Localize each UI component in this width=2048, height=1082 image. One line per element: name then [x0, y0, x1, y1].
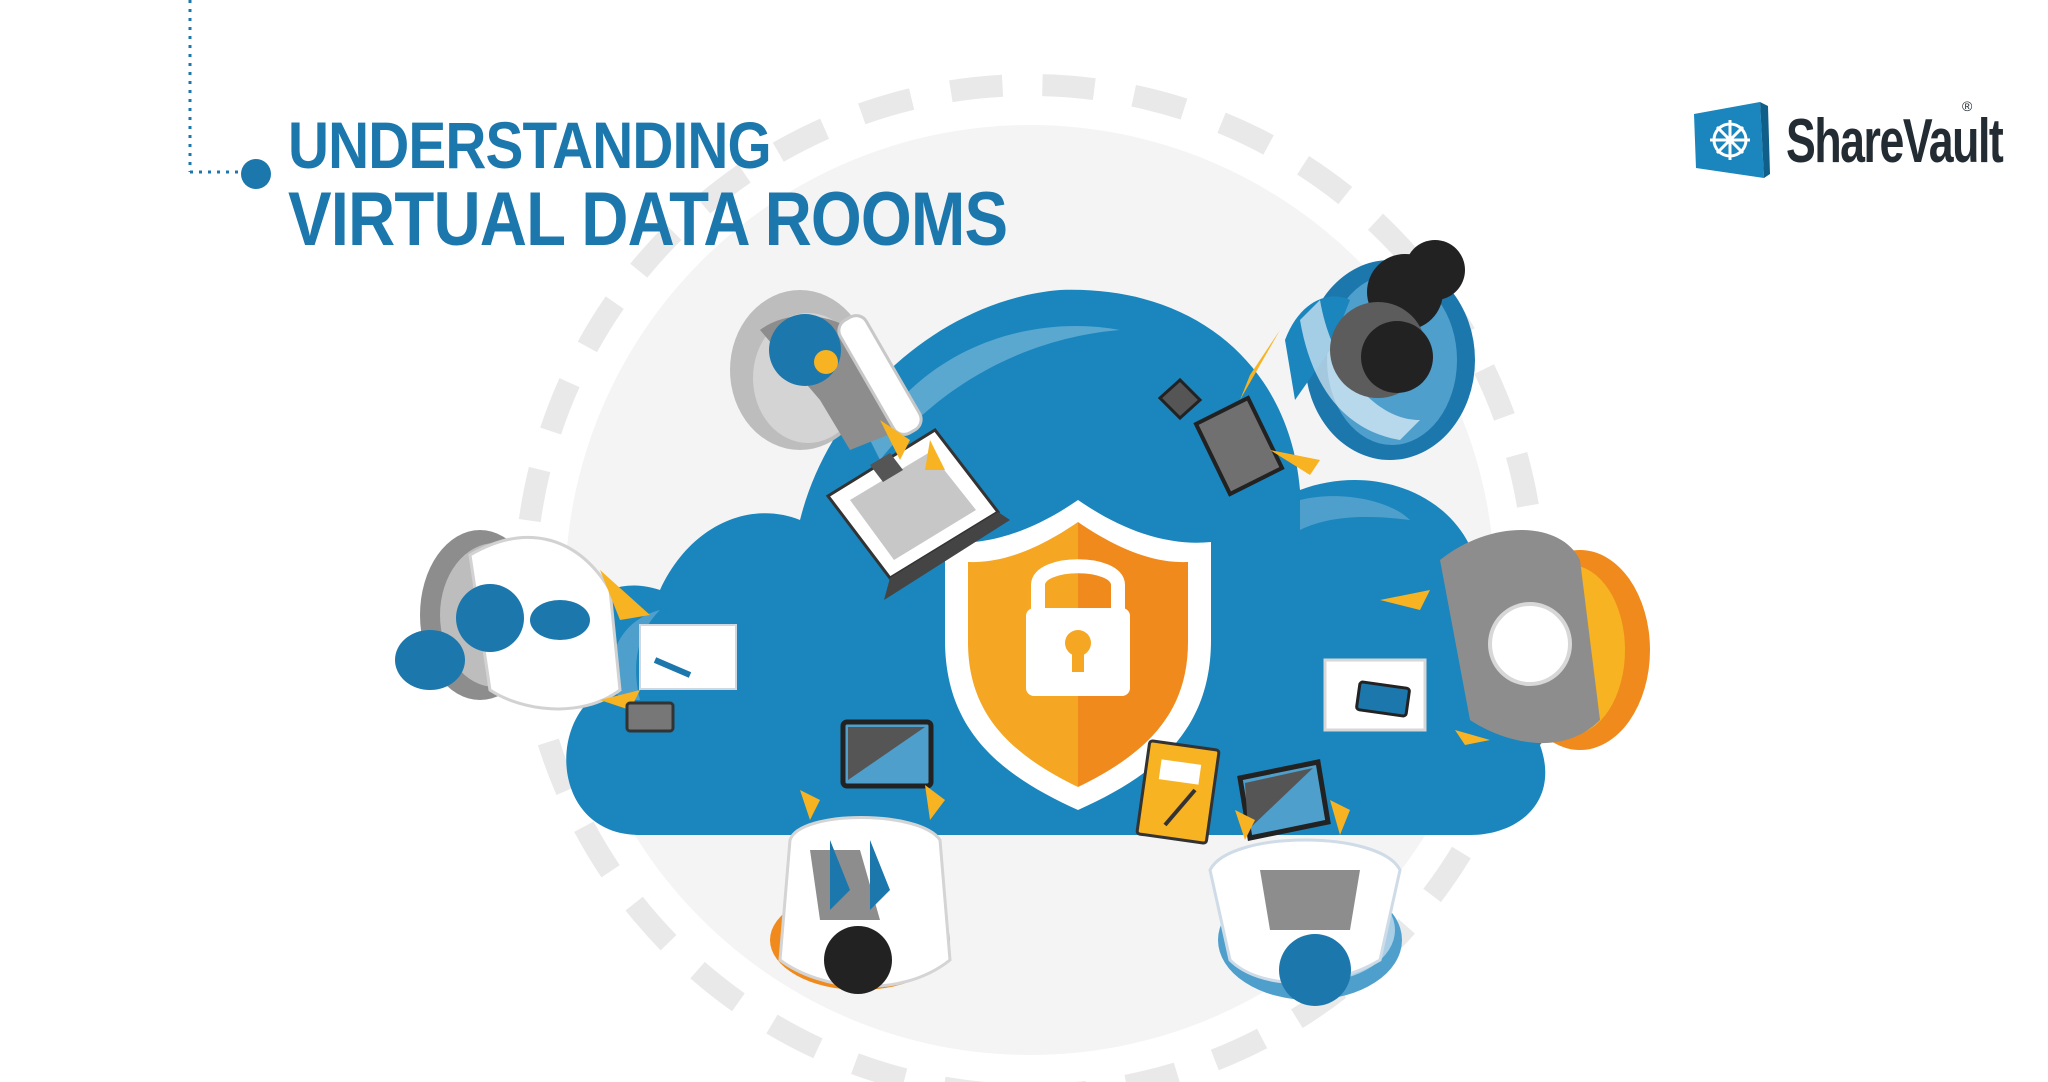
- registered-mark: ®: [1962, 98, 1973, 114]
- person-bottom-right: [1135, 739, 1402, 1006]
- person-top-left: [730, 290, 945, 470]
- logo-brand-text: ShareVault: [1786, 107, 2004, 176]
- title-line-2: VIRTUAL DATA ROOMS: [288, 177, 1008, 262]
- sharevault-logo: ShareVault ®: [1690, 98, 2004, 182]
- person-top-right: [1157, 240, 1475, 497]
- person-bottom-left: [770, 719, 952, 994]
- person-right: [1323, 530, 1650, 750]
- vault-dial-icon: [1694, 102, 1770, 178]
- page-title: UNDERSTANDING VIRTUAL DATA ROOMS: [288, 108, 1008, 262]
- title-line-1: UNDERSTANDING: [288, 108, 772, 182]
- shield-lock-icon: [945, 500, 1211, 810]
- person-left: [395, 530, 737, 733]
- laptop-icon: [825, 428, 1010, 600]
